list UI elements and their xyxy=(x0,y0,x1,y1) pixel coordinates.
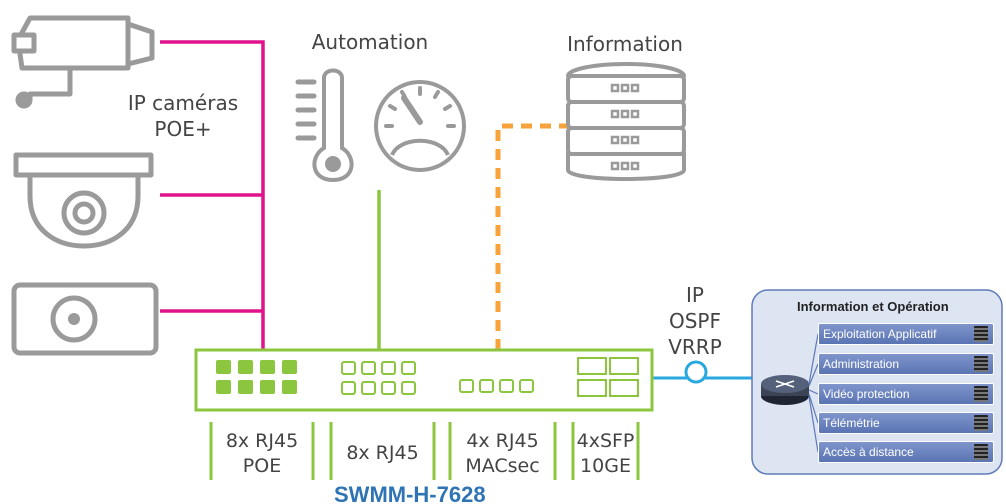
router-icon xyxy=(761,375,809,405)
protocol-vrrp: VRRP xyxy=(668,335,722,359)
poe-ports xyxy=(216,360,297,394)
service-label: Administration xyxy=(823,357,900,371)
service-item-telemetrie: Télémétrie xyxy=(818,412,994,434)
server-stack-icon xyxy=(566,62,686,181)
box-camera-icon xyxy=(11,282,159,356)
service-item-acces-distance: Accès à distance xyxy=(818,441,994,463)
service-item-exploitation: Exploitation Applicatif xyxy=(818,323,994,345)
automation-title: Automation xyxy=(311,30,429,54)
sfp-ports xyxy=(577,357,639,397)
router-links xyxy=(808,333,819,453)
gauge-icon xyxy=(374,80,466,172)
camera-label-line2: POE+ xyxy=(154,117,212,141)
information-link xyxy=(495,123,568,350)
switch-icon xyxy=(194,348,654,412)
port-group-sublabel: MACsec xyxy=(465,455,540,477)
port-group-poe: 8x RJ45 POE xyxy=(211,429,313,479)
service-label: Vidéo protection xyxy=(823,387,910,401)
port-group-separators xyxy=(209,422,640,480)
service-label: Accès à distance xyxy=(823,445,914,459)
switch-model-label: SWMM-H-7628 xyxy=(334,482,486,504)
macsec-ports xyxy=(459,379,534,393)
port-group-rj45: 8x RJ45 xyxy=(331,441,434,466)
service-label: Exploitation Applicatif xyxy=(823,327,937,341)
server-icon xyxy=(974,356,988,372)
protocol-ip: IP xyxy=(686,283,704,307)
server-icon xyxy=(974,326,988,342)
protocol-labels: IP OSPF VRRP xyxy=(655,282,735,360)
dome-camera-icon xyxy=(13,152,154,249)
bullet-camera-icon xyxy=(11,15,155,109)
port-group-label: 8x RJ45 xyxy=(346,442,419,464)
server-icon xyxy=(974,386,988,402)
information-title: Information xyxy=(567,32,683,56)
server-icon xyxy=(974,415,988,431)
uplink-loop-icon xyxy=(684,360,708,384)
port-group-macsec: 4x RJ45 MACsec xyxy=(450,429,555,479)
service-item-video-protection: Vidéo protection xyxy=(818,383,994,405)
port-group-sfp: 4xSFP 10GE xyxy=(573,429,638,479)
camera-links xyxy=(160,40,265,350)
rj45-ports xyxy=(341,361,416,395)
camera-link-bullet xyxy=(160,40,265,350)
port-group-label: 8x RJ45 xyxy=(225,430,299,452)
service-label: Télémétrie xyxy=(823,416,880,430)
operation-panel-title: Information et Opération xyxy=(797,299,949,314)
camera-label-line1: IP caméras xyxy=(127,91,239,115)
server-icon xyxy=(974,444,988,460)
protocol-ospf: OSPF xyxy=(668,309,721,333)
port-group-sublabel: POE xyxy=(242,455,282,477)
camera-label: IP caméras POE+ xyxy=(118,90,248,142)
service-item-administration: Administration xyxy=(818,353,994,375)
port-group-label: 4x RJ45 xyxy=(466,430,539,452)
port-group-label: 4xSFP xyxy=(576,430,635,452)
thermometer-icon xyxy=(295,68,354,183)
port-group-sublabel: 10GE xyxy=(580,455,631,477)
